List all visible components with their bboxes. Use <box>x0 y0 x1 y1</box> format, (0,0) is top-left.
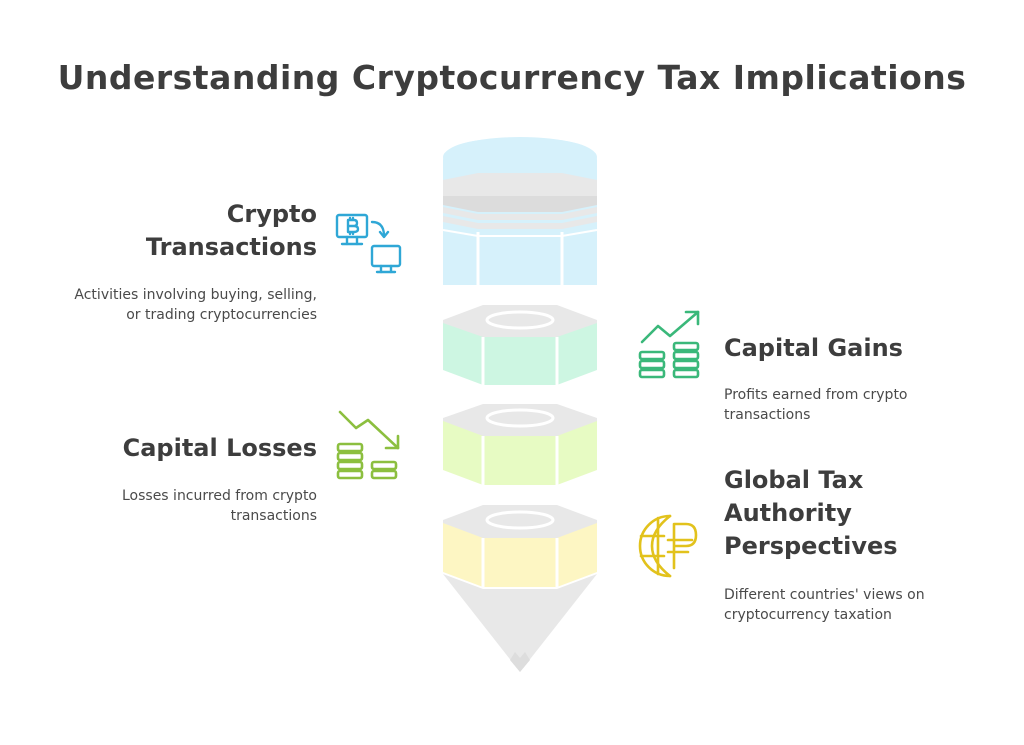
heading-line: Crypto <box>226 200 317 228</box>
capital-gains-description: Profits earned from crypto transactions <box>724 385 1004 425</box>
stack-bottom-cone <box>443 574 597 672</box>
heading-line: Capital Gains <box>724 334 903 362</box>
description-line: Losses incurred from crypto <box>121 488 317 504</box>
description-line: Different countries' views on <box>724 587 925 603</box>
global-tax-description: Different countries' views on cryptocurr… <box>724 585 1004 625</box>
globe-currency-icon <box>638 514 698 578</box>
crypto-transactions-description: Activities involving buying, selling, or… <box>20 285 317 325</box>
description-line: Activities involving buying, selling, <box>74 287 317 303</box>
global-tax-heading: Global Tax Authority Perspectives <box>724 464 1004 563</box>
heading-line: Global Tax <box>724 466 864 494</box>
chart-up-coins-icon <box>638 310 700 379</box>
capital-losses-description: Losses incurred from crypto transactions <box>40 486 317 526</box>
description-line: or trading cryptocurrencies <box>126 307 317 323</box>
heading-line: Perspectives <box>724 532 898 560</box>
stack-green-disk <box>443 305 597 385</box>
description-line: cryptocurrency taxation <box>724 607 892 623</box>
heading-line: Authority <box>724 499 852 527</box>
crypto-transactions-heading: Crypto Transactions <box>60 198 317 264</box>
description-line: transactions <box>724 407 811 423</box>
stack-top-cylinder <box>442 137 598 285</box>
heading-line: Capital Losses <box>122 434 317 462</box>
capital-gains-heading: Capital Gains <box>724 332 1004 365</box>
bitcoin-transfer-icon <box>335 213 402 274</box>
page-title: Understanding Cryptocurrency Tax Implica… <box>57 58 967 97</box>
stack-yellow-disk <box>443 505 597 587</box>
description-line: Profits earned from crypto <box>724 387 908 403</box>
description-line: transactions <box>230 508 317 524</box>
capital-losses-heading: Capital Losses <box>40 432 317 465</box>
chart-down-coins-icon <box>336 410 400 480</box>
stack-lime-disk <box>443 404 597 485</box>
heading-line: Transactions <box>145 233 317 261</box>
